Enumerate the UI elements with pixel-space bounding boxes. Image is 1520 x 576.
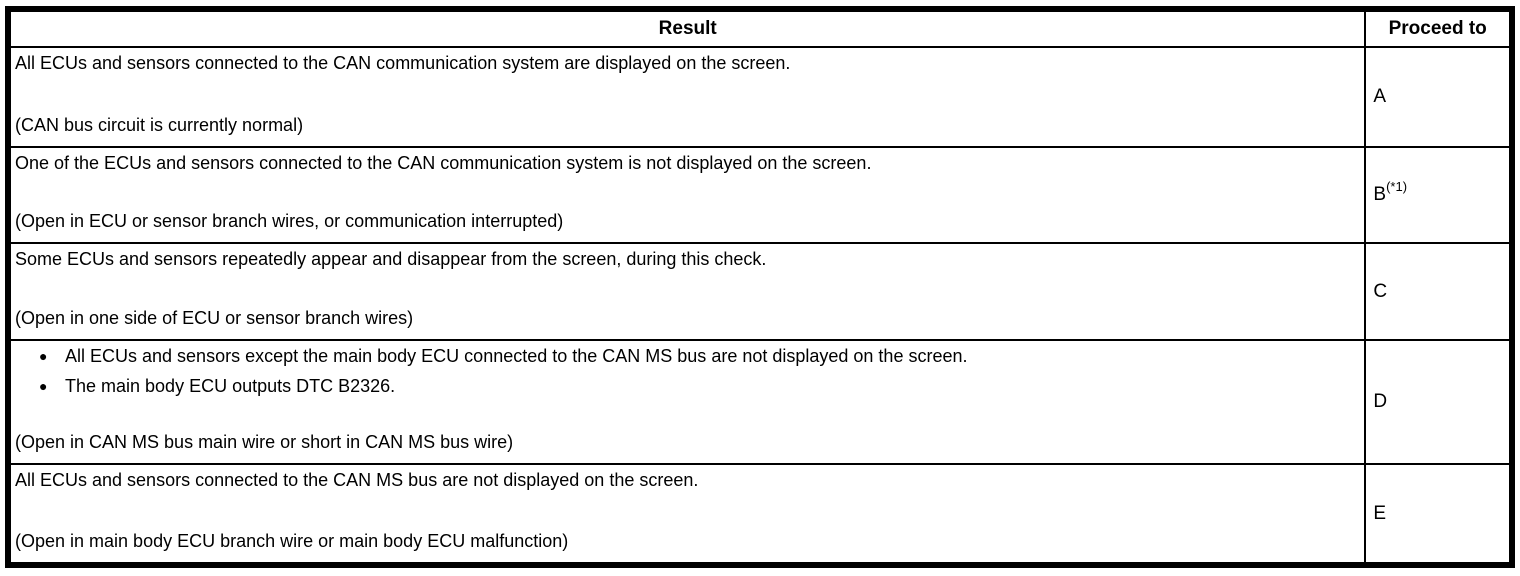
result-bullet-list: All ECUs and sensors except the main bod… xyxy=(15,345,1358,405)
result-cell: One of the ECUs and sensors connected to… xyxy=(6,146,1367,244)
table-row: Some ECUs and sensors repeatedly appear … xyxy=(6,242,1513,341)
proceed-cell: E xyxy=(1364,463,1513,566)
column-header-proceed-to: Proceed to xyxy=(1364,8,1513,48)
result-cause-note: (Open in CAN MS bus main wire or short i… xyxy=(15,432,514,452)
proceed-cell: D xyxy=(1364,339,1513,465)
result-cell: Some ECUs and sensors repeatedly appear … xyxy=(6,242,1367,341)
proceed-letter: D xyxy=(1373,391,1388,412)
result-bullet-item: The main body ECU outputs DTC B2326. xyxy=(15,375,1358,397)
proceed-letter: C xyxy=(1373,280,1388,302)
result-cell: All ECUs and sensors connected to the CA… xyxy=(6,46,1367,148)
table-row: All ECUs and sensors connected to the CA… xyxy=(6,463,1513,566)
header-row: Result Proceed to xyxy=(6,8,1513,48)
proceed-cell: C xyxy=(1364,242,1513,341)
result-description: All ECUs and sensors connected to the CA… xyxy=(15,470,699,490)
proceed-footnote-ref: (*1) xyxy=(1386,178,1408,194)
diagnostic-result-table: Result Proceed to All ECUs and sensors c… xyxy=(5,6,1515,568)
proceed-letter: B xyxy=(1373,184,1387,205)
column-header-result: Result xyxy=(6,8,1367,48)
result-cause-note: (Open in main body ECU branch wire or ma… xyxy=(15,531,569,551)
table-row: All ECUs and sensors except the main bod… xyxy=(6,339,1513,465)
result-cause-note: (Open in one side of ECU or sensor branc… xyxy=(15,308,414,328)
table-row: One of the ECUs and sensors connected to… xyxy=(6,146,1513,244)
result-cause-note: (CAN bus circuit is currently normal) xyxy=(15,115,304,135)
result-description: All ECUs and sensors connected to the CA… xyxy=(15,53,791,73)
result-description: One of the ECUs and sensors connected to… xyxy=(15,153,872,173)
proceed-letter: A xyxy=(1373,86,1387,107)
result-cell: All ECUs and sensors connected to the CA… xyxy=(6,463,1367,566)
result-cell: All ECUs and sensors except the main bod… xyxy=(6,339,1367,465)
proceed-cell: A xyxy=(1364,46,1513,148)
result-cause-note: (Open in ECU or sensor branch wires, or … xyxy=(15,211,564,231)
result-description: Some ECUs and sensors repeatedly appear … xyxy=(15,249,767,269)
table-row: All ECUs and sensors connected to the CA… xyxy=(6,46,1513,148)
proceed-cell: B(*1) xyxy=(1364,146,1513,244)
proceed-letter: E xyxy=(1373,502,1387,524)
result-bullet-item: All ECUs and sensors except the main bod… xyxy=(15,345,1358,367)
